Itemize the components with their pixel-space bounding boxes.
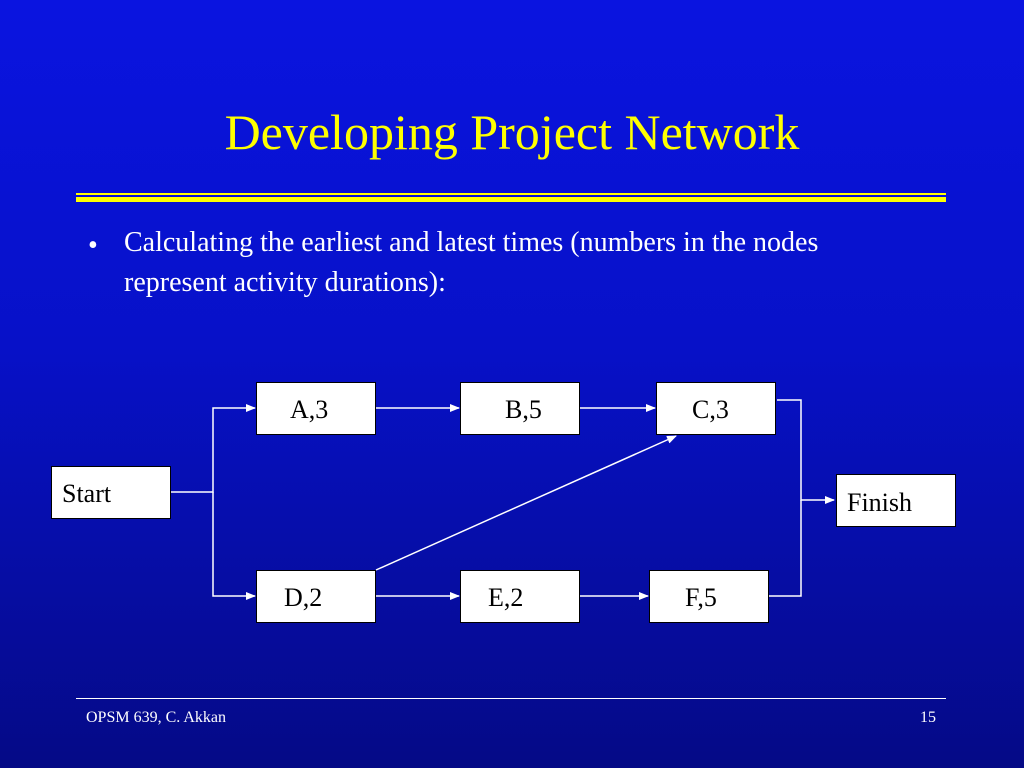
node-c-label: C,3	[692, 395, 729, 424]
footer-course-author: OPSM 639, C. Akkan	[86, 709, 227, 726]
node-a: A,3	[256, 382, 376, 435]
slide-number: 15	[920, 709, 936, 726]
node-b: B,5	[460, 382, 580, 435]
node-b-label: B,5	[505, 395, 542, 424]
node-e-label: E,2	[488, 583, 524, 612]
edge-f-to-finish	[769, 500, 802, 597]
node-e: E,2	[460, 570, 580, 623]
node-d: D,2	[256, 570, 376, 623]
node-finish-label: Finish	[847, 488, 913, 517]
edge-d-to-c	[375, 435, 677, 571]
edge-start-to-d	[212, 492, 256, 600]
node-start-label: Start	[62, 479, 112, 508]
node-start: Start	[51, 466, 171, 519]
title-rule-thick	[76, 197, 946, 202]
edge-start-to-a	[171, 404, 256, 493]
node-a-label: A,3	[290, 395, 329, 424]
node-f-label: F,5	[685, 583, 717, 612]
title-rule-thin	[76, 193, 946, 195]
slide-title: Developing Project Network	[224, 104, 800, 160]
node-c: C,3	[656, 382, 776, 435]
node-finish: Finish	[836, 474, 956, 527]
edge-c-to-finish	[777, 399, 835, 504]
node-f: F,5	[649, 570, 769, 623]
bullet-marker: •	[88, 230, 98, 261]
footer-rule	[76, 698, 946, 699]
node-d-label: D,2	[284, 583, 323, 612]
bullet-text: Calculating the earliest and latest time…	[124, 227, 819, 298]
